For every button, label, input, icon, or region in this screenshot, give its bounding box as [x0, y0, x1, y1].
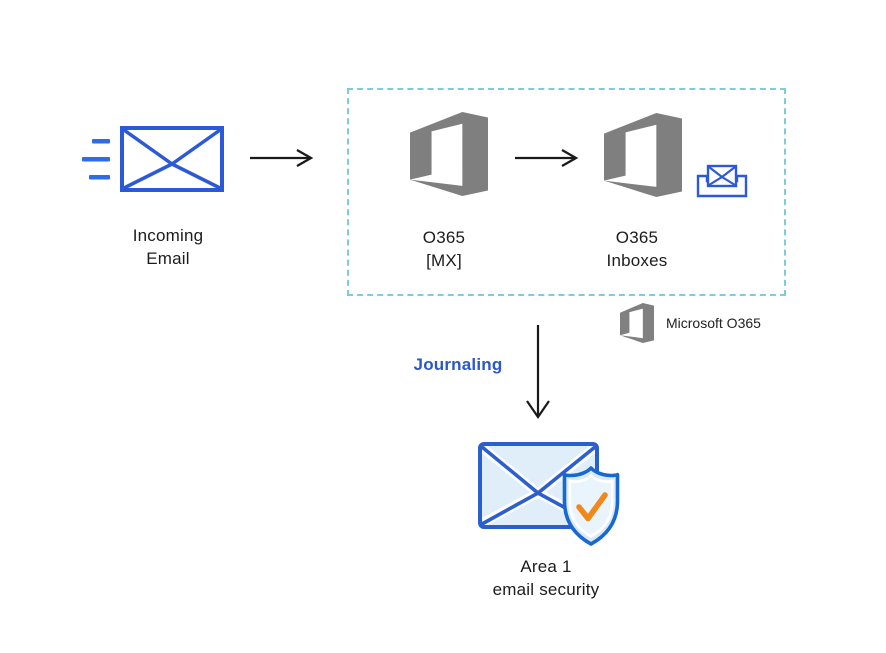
inbox-tray-icon	[696, 164, 748, 198]
legend-label: Microsoft O365	[666, 315, 761, 331]
o365-inboxes-label: O365 Inboxes	[606, 228, 668, 270]
speed-line-icon	[92, 139, 110, 144]
right-arrow-icon	[250, 148, 314, 168]
o365-dashed-group-box	[347, 88, 786, 296]
o365-mx-label: O365 [MX]	[422, 228, 466, 270]
down-arrow-icon	[525, 325, 551, 420]
right-arrow-icon	[515, 148, 579, 168]
journaling-label: Journaling	[413, 355, 503, 374]
office365-inboxes-icon	[604, 113, 682, 197]
office365-mx-icon	[410, 112, 488, 196]
legend: Microsoft O365	[620, 300, 840, 346]
office365-legend-icon	[620, 303, 654, 343]
incoming-email-label: Incoming Email	[132, 226, 204, 268]
speed-line-icon	[82, 157, 110, 162]
area1-label: Area 1 email security	[492, 557, 600, 599]
speed-line-icon	[89, 175, 110, 180]
incoming-email-icon	[80, 124, 226, 194]
check-mark-icon	[576, 492, 608, 522]
email-security-shield-icon	[473, 435, 623, 550]
